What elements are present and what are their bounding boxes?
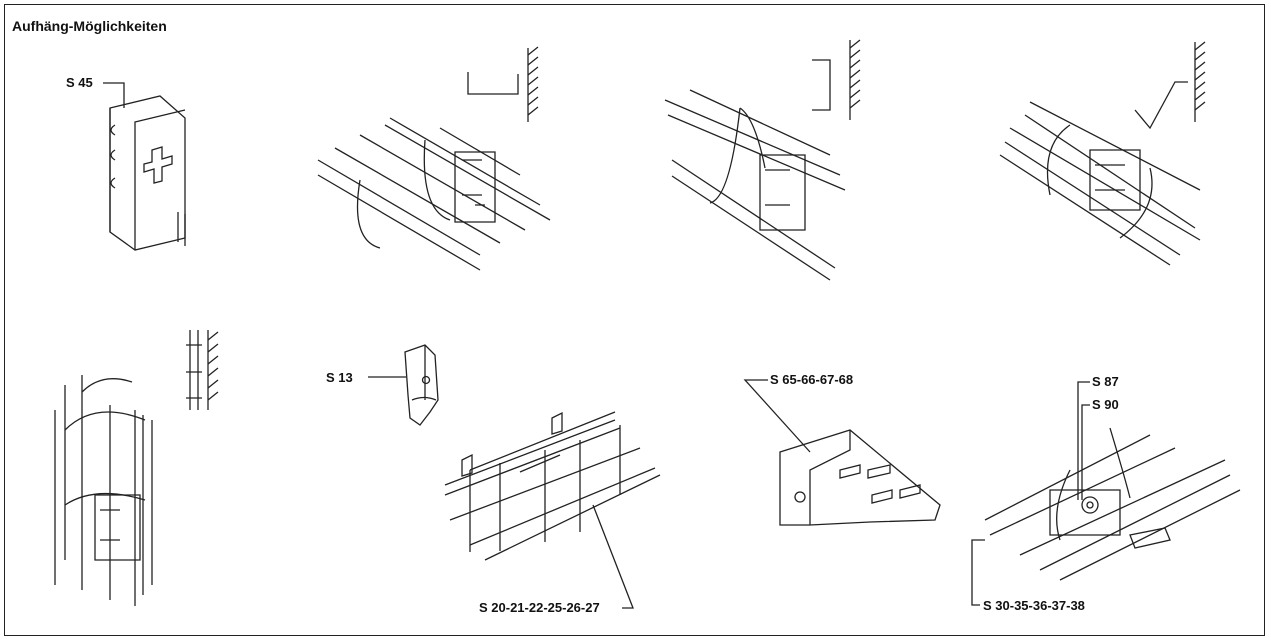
leader-s30: [972, 540, 985, 605]
label-s13: S 13: [326, 370, 353, 385]
wall-icon-4: [186, 330, 218, 410]
wire-tray-1: [318, 118, 550, 270]
wall-icon-3: [1135, 42, 1205, 128]
diagram-frame: [4, 4, 1265, 636]
label-s90: S 90: [1092, 397, 1119, 412]
leader-s45: [103, 83, 124, 108]
leader-s65: [745, 380, 810, 452]
clip-s13: [368, 345, 438, 425]
label-s45: S 45: [66, 75, 93, 90]
bracket-s65: [745, 380, 940, 525]
vertical-tray: [55, 375, 152, 606]
wire-tray-3: [1000, 102, 1200, 265]
leader-s87: [1078, 382, 1090, 500]
wire-tray-2: [665, 90, 845, 280]
wall-icon-2: [812, 40, 860, 120]
leader-s90: [1082, 405, 1090, 500]
leader-s20: [593, 505, 633, 608]
tray-s30: [972, 382, 1240, 605]
label-s30: S 30-35-36-37-38: [983, 598, 1085, 613]
label-s65: S 65-66-67-68: [770, 372, 854, 387]
bracket-s45: [103, 83, 185, 250]
basket-tray-s20: [445, 412, 660, 608]
wall-icon-1: [468, 47, 538, 122]
label-s20: S 20-21-22-25-26-27: [479, 600, 600, 615]
diagram-title: Aufhäng-Möglichkeiten: [12, 18, 167, 34]
label-s87: S 87: [1092, 374, 1119, 389]
